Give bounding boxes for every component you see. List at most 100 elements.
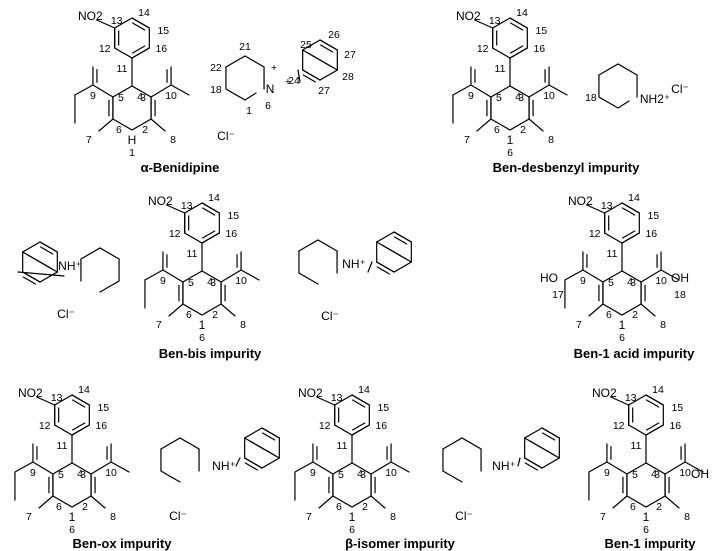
atom-label: +: [271, 62, 277, 74]
atom-label: 16: [375, 420, 387, 432]
chloride-ion: Cl⁻: [671, 82, 689, 96]
atom-label: 2: [632, 309, 638, 321]
atom-label: 11: [495, 63, 506, 75]
bond: [351, 394, 370, 406]
double-bond: [529, 440, 555, 456]
bond: [370, 495, 386, 509]
atom-label: 5: [496, 92, 502, 104]
double-bond: [541, 432, 556, 441]
bond: [664, 495, 680, 509]
atom-label: 13: [331, 392, 343, 404]
atom-label: 6: [606, 309, 612, 321]
bond: [528, 118, 544, 132]
atom-label: 4: [357, 468, 363, 480]
atom-label: 16: [669, 420, 681, 432]
ring-nitrogen: 1: [69, 510, 76, 524]
atom-label: 28: [342, 71, 354, 83]
atom-label: 3: [140, 92, 146, 104]
bond: [316, 396, 336, 406]
bond: [92, 84, 114, 98]
bond: [509, 47, 528, 59]
ammonium-group: NH2⁺: [640, 92, 670, 106]
bond-path: [160, 437, 200, 472]
atom-label: 8: [684, 511, 690, 523]
atom-label: 8: [170, 134, 176, 146]
double-bond: [249, 440, 275, 456]
bond: [235, 457, 241, 467]
bond: [96, 19, 116, 29]
atom-label: 3: [630, 277, 636, 289]
double-bond: [621, 207, 636, 216]
double-bond: [645, 422, 660, 431]
atom-label: 5: [632, 469, 638, 481]
atom-label: 3: [518, 92, 524, 104]
atom-label: 12: [613, 420, 625, 432]
atom-label: 11: [631, 440, 642, 452]
bond-path: [80, 247, 120, 282]
bond: [38, 495, 54, 509]
atom-label: 7: [156, 319, 162, 331]
bond: [32, 461, 54, 475]
atom-label: 6: [69, 524, 75, 536]
bond: [90, 461, 112, 475]
ammonium-group: NH⁺: [212, 459, 236, 473]
nitro-group: NO2: [148, 194, 173, 208]
bond: [509, 17, 528, 29]
atom-label: 11: [57, 440, 68, 452]
atom-label: 17: [552, 289, 564, 301]
atom-label: 6: [494, 124, 500, 136]
atom-label: 7: [464, 134, 470, 146]
atom-label: 2: [142, 124, 148, 136]
bond: [393, 231, 412, 243]
atom-label: 25: [300, 39, 312, 51]
bond: [297, 69, 301, 83]
bond: [588, 303, 604, 317]
ring-nitrogen: 1: [619, 318, 626, 332]
atom-label: 7: [576, 319, 582, 331]
atom-label: 6: [507, 147, 513, 159]
atom-label: 15: [157, 25, 169, 37]
bond: [524, 457, 543, 469]
atom-label: +: [285, 76, 291, 88]
atom-label: 15: [97, 402, 109, 414]
atom-label: 15: [377, 402, 389, 414]
bond: [664, 461, 686, 475]
bond: [144, 269, 164, 281]
atom-label: 9: [468, 90, 474, 102]
chloride-ion: Cl⁻: [57, 307, 75, 321]
chloride-ion: Cl⁻: [217, 129, 235, 143]
atom-label: 6: [336, 501, 342, 513]
atom-label: 13: [489, 15, 501, 27]
hydroxyl-group: OH: [691, 467, 709, 481]
chloride-ion: Cl⁻: [169, 509, 187, 523]
double-bond: [201, 207, 216, 216]
atom-label: 13: [51, 392, 63, 404]
atom-label: 15: [535, 25, 547, 37]
bond-path: [442, 448, 463, 483]
bond: [645, 424, 664, 436]
double-bond: [319, 44, 334, 53]
bond: [261, 427, 280, 439]
bond-path: [598, 74, 619, 109]
atom-label: 8: [110, 511, 116, 523]
bond-path: [442, 437, 482, 472]
bond: [470, 84, 492, 98]
bond: [660, 269, 680, 281]
atom-label: 27: [344, 49, 356, 61]
atom-label: 12: [99, 43, 111, 55]
bond: [170, 84, 190, 96]
atom-label: 11: [337, 440, 348, 452]
ring-nitrogen: 1: [643, 510, 650, 524]
bond: [220, 269, 242, 283]
atom-label: 12: [589, 228, 601, 240]
double-bond: [302, 74, 317, 83]
atom-label: 9: [30, 467, 36, 479]
bond: [166, 204, 186, 214]
atom-label: 6: [265, 100, 271, 112]
double-bond: [351, 399, 366, 408]
structure-caption: β-isomer impurity: [345, 536, 456, 551]
